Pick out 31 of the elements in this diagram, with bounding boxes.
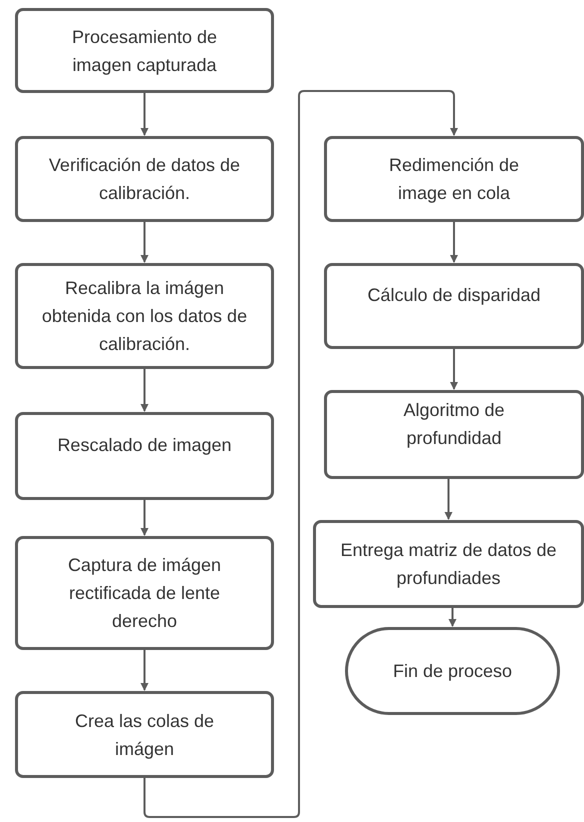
arrow — [140, 650, 148, 691]
process-box — [15, 412, 274, 500]
arrow — [140, 93, 148, 136]
arrow — [448, 608, 456, 627]
box-label: Redimención de image en cola — [388, 154, 520, 205]
box-label: Recalibra la imágen obtenida con los datos de calibración. — [40, 277, 248, 356]
process-box — [15, 691, 274, 778]
process-box — [313, 520, 584, 608]
arrow — [444, 479, 452, 520]
box-label: Cálculo de disparidad — [367, 284, 541, 307]
process-box — [324, 263, 584, 349]
process-box — [15, 136, 274, 222]
process-box — [15, 263, 274, 369]
process-box — [15, 8, 274, 93]
process-box — [324, 136, 584, 222]
process-box — [324, 390, 584, 479]
box-label: Verificación de datos de calibración. — [48, 154, 242, 205]
box-label: Algoritmo de profundidad — [402, 398, 506, 450]
arrow — [140, 500, 148, 536]
arrow — [144, 90, 458, 818]
box-label: Rescalado de imagen — [57, 434, 232, 457]
box-label: Crea las colas de imágen — [74, 710, 216, 761]
box-label: Captura de imágen rectificada de lente derecho — [66, 554, 222, 633]
arrow — [140, 369, 148, 412]
box-label: Procesamiento de imagen capturada — [70, 26, 218, 77]
arrow — [450, 222, 458, 263]
box-label: Fin de proceso — [392, 660, 512, 683]
arrow — [140, 222, 148, 263]
box-label: Entrega matriz de datos de profundiades — [339, 539, 558, 590]
process-box — [15, 536, 274, 650]
arrow — [450, 349, 458, 390]
